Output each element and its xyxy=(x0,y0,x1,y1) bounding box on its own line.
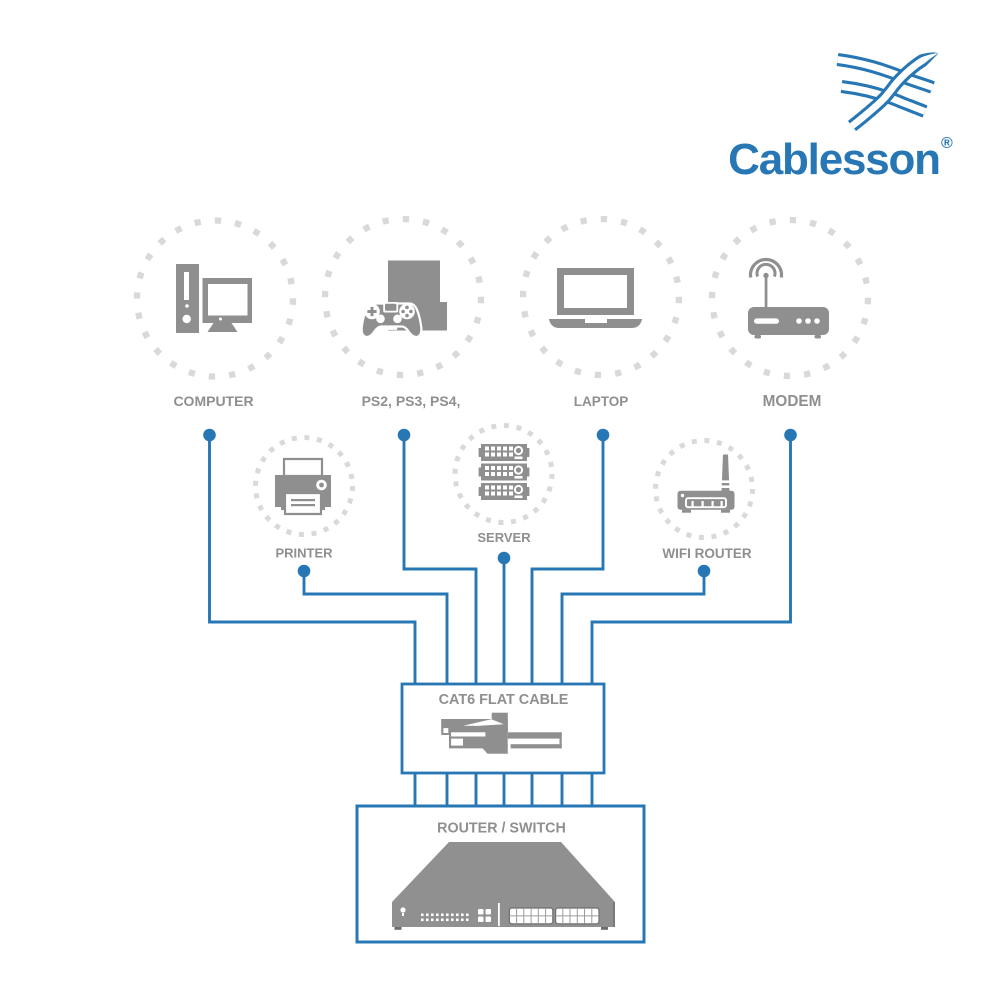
svg-text:Cablesson: Cablesson xyxy=(728,135,940,184)
svg-text:ROUTER / SWITCH: ROUTER / SWITCH xyxy=(437,821,566,837)
svg-text:COMPUTER: COMPUTER xyxy=(173,393,253,409)
svg-text:®: ® xyxy=(941,135,953,152)
svg-text:SERVER: SERVER xyxy=(477,530,531,545)
svg-text:MODEM: MODEM xyxy=(763,393,822,410)
svg-text:CAT6 FLAT CABLE: CAT6 FLAT CABLE xyxy=(439,692,569,708)
svg-text:WIFI ROUTER: WIFI ROUTER xyxy=(662,546,751,561)
svg-text:PS2, PS3, PS4,: PS2, PS3, PS4, xyxy=(362,393,461,409)
svg-text:LAPTOP: LAPTOP xyxy=(574,394,629,409)
svg-text:PRINTER: PRINTER xyxy=(275,546,333,561)
